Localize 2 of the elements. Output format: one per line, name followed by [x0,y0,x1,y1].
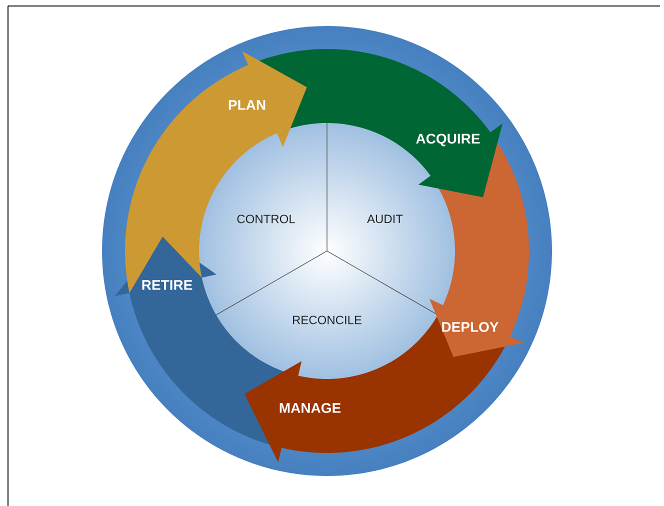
sector-label: CONTROL [237,214,295,224]
sector-label: AUDIT [367,214,403,224]
